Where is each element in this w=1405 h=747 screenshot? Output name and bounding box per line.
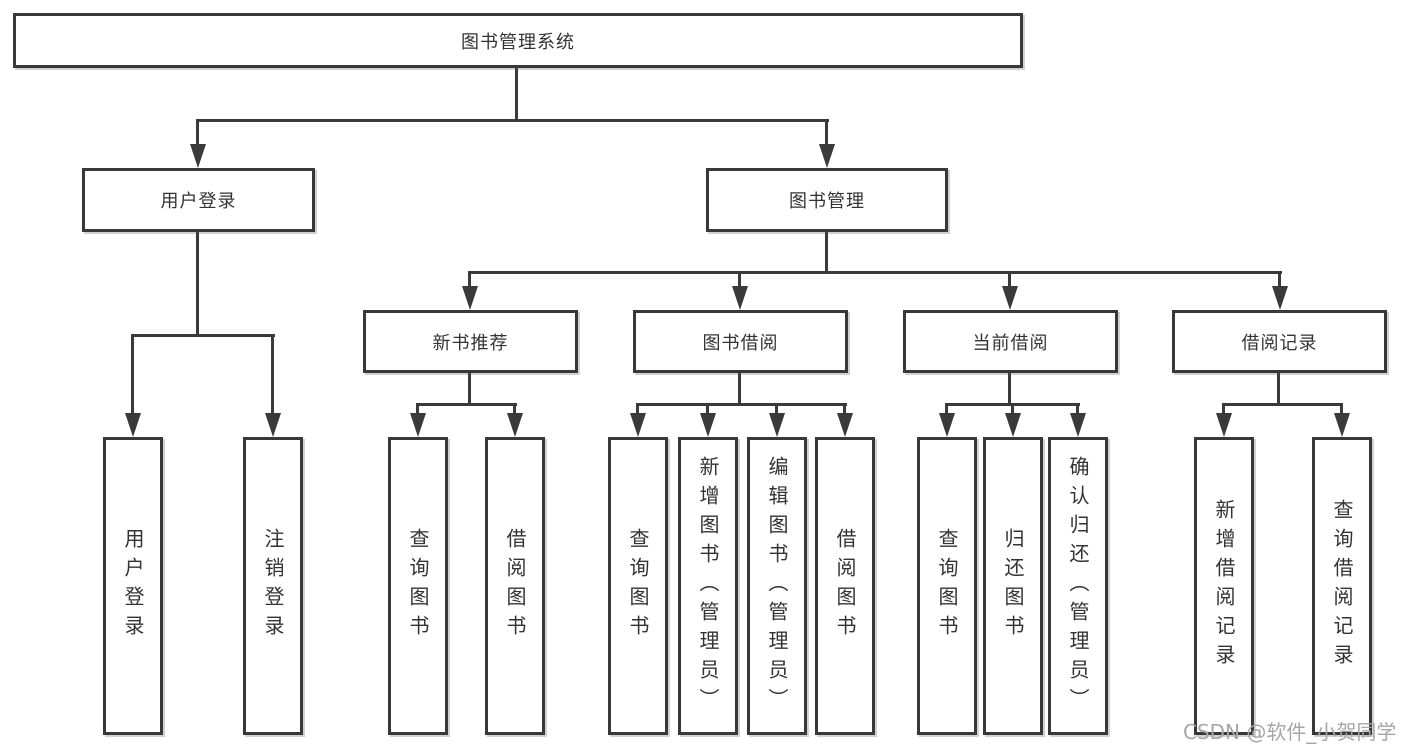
connector-hline — [196, 119, 829, 122]
connector-vline — [1277, 373, 1280, 406]
connector-vline — [468, 271, 471, 291]
connector-vline — [1008, 271, 1011, 291]
leaf-return-books: 归还图书 — [983, 437, 1043, 735]
arrowhead-down-icon — [190, 144, 206, 168]
node-current-borrow: 当前借阅 — [903, 310, 1118, 373]
csdn-watermark: CSDN @软件_小贺同学 — [1183, 720, 1397, 744]
connector-hline — [468, 271, 1282, 274]
connector-vline — [738, 271, 741, 291]
connector-vline — [196, 232, 199, 337]
leaf-add-books-admin-label: 新增图书（管理员） — [696, 455, 720, 717]
leaf-user-login-label: 用户登录 — [121, 528, 145, 644]
arrowhead-down-icon — [837, 413, 853, 437]
leaf-return-books-label: 归还图书 — [1001, 528, 1025, 644]
node-book-borrow-label: 图书借阅 — [702, 332, 779, 354]
arrowhead-down-icon — [1070, 413, 1086, 437]
node-new-book-recommend: 新书推荐 — [363, 310, 578, 373]
arrowhead-down-icon — [265, 413, 281, 437]
leaf-confirm-return-admin: 确认归还（管理员） — [1048, 437, 1108, 735]
node-user-login-label: 用户登录 — [160, 191, 237, 212]
leaf-borrow-books-label: 借阅图书 — [833, 528, 857, 644]
leaf-edit-books-admin: 编辑图书（管理员） — [747, 437, 807, 735]
leaf-borrow-query-books-label: 查询图书 — [626, 528, 650, 644]
arrowhead-down-icon — [1002, 286, 1018, 310]
connector-vline — [1008, 373, 1011, 406]
connector-vline — [1222, 403, 1225, 417]
leaf-rec-query-books-label: 查询图书 — [406, 528, 430, 644]
connector-vline — [1076, 403, 1079, 417]
leaf-add-borrow-record-label: 新增借阅记录 — [1212, 499, 1236, 673]
arrowhead-down-icon — [125, 413, 141, 437]
connector-vline — [825, 119, 828, 151]
connector-vline — [738, 373, 741, 406]
leaf-logout: 注销登录 — [243, 437, 303, 735]
connector-hline — [416, 403, 517, 406]
leaf-current-query-books: 查询图书 — [917, 437, 977, 735]
connector-vline — [945, 403, 948, 417]
connector-vline — [416, 403, 419, 417]
node-root-label: 图书管理系统 — [461, 31, 575, 53]
connector-hline — [1222, 403, 1343, 406]
node-borrow-records-label: 借阅记录 — [1241, 332, 1318, 354]
connector-vline — [1340, 403, 1343, 417]
connector-vline — [775, 403, 778, 417]
node-new-book-recommend-label: 新书推荐 — [432, 332, 509, 354]
node-borrow-records: 借阅记录 — [1172, 310, 1387, 373]
node-current-borrow-label: 当前借阅 — [972, 332, 1049, 354]
leaf-borrow-query-books: 查询图书 — [608, 437, 668, 735]
arrowhead-down-icon — [732, 286, 748, 310]
connector-vline — [196, 119, 199, 151]
leaf-current-query-books-label: 查询图书 — [935, 528, 959, 644]
arrowhead-down-icon — [769, 413, 785, 437]
connector-hline — [131, 334, 275, 337]
arrowhead-down-icon — [462, 286, 478, 310]
leaf-edit-books-admin-label: 编辑图书（管理员） — [765, 455, 789, 717]
leaf-query-borrow-record-label: 查询借阅记录 — [1330, 499, 1354, 673]
leaf-borrow-books: 借阅图书 — [815, 437, 875, 735]
connector-vline — [468, 373, 471, 406]
connector-vline — [1011, 403, 1014, 417]
leaf-logout-label: 注销登录 — [261, 528, 285, 644]
arrowhead-down-icon — [939, 413, 955, 437]
connector-vline — [1278, 271, 1281, 291]
arrowhead-down-icon — [1334, 413, 1350, 437]
connector-hline — [636, 403, 847, 406]
arrowhead-down-icon — [1216, 413, 1232, 437]
arrowhead-down-icon — [1005, 413, 1021, 437]
arrowhead-down-icon — [410, 413, 426, 437]
leaf-rec-borrow-books: 借阅图书 — [485, 437, 545, 735]
connector-vline — [515, 68, 518, 122]
connector-vline — [513, 403, 516, 417]
arrowhead-down-icon — [1272, 286, 1288, 310]
connector-vline — [706, 403, 709, 417]
leaf-add-books-admin: 新增图书（管理员） — [678, 437, 738, 735]
node-user-login: 用户登录 — [82, 168, 315, 232]
node-book-management-label: 图书管理 — [789, 191, 865, 212]
arrowhead-down-icon — [507, 413, 523, 437]
arrowhead-down-icon — [819, 144, 835, 168]
connector-vline — [843, 403, 846, 417]
leaf-query-borrow-record: 查询借阅记录 — [1312, 437, 1372, 735]
leaf-add-borrow-record: 新增借阅记录 — [1194, 437, 1254, 735]
arrowhead-down-icon — [630, 413, 646, 437]
connector-vline — [636, 403, 639, 417]
leaf-user-login: 用户登录 — [103, 437, 163, 735]
arrowhead-down-icon — [700, 413, 716, 437]
connector-vline — [825, 232, 828, 274]
node-book-borrow: 图书借阅 — [633, 310, 848, 373]
connector-vline — [271, 334, 274, 416]
node-book-management: 图书管理 — [706, 168, 948, 232]
leaf-rec-borrow-books-label: 借阅图书 — [503, 528, 527, 644]
node-root: 图书管理系统 — [13, 13, 1023, 68]
connector-vline — [131, 334, 134, 416]
leaf-rec-query-books: 查询图书 — [388, 437, 448, 735]
leaf-confirm-return-admin-label: 确认归还（管理员） — [1066, 455, 1090, 717]
